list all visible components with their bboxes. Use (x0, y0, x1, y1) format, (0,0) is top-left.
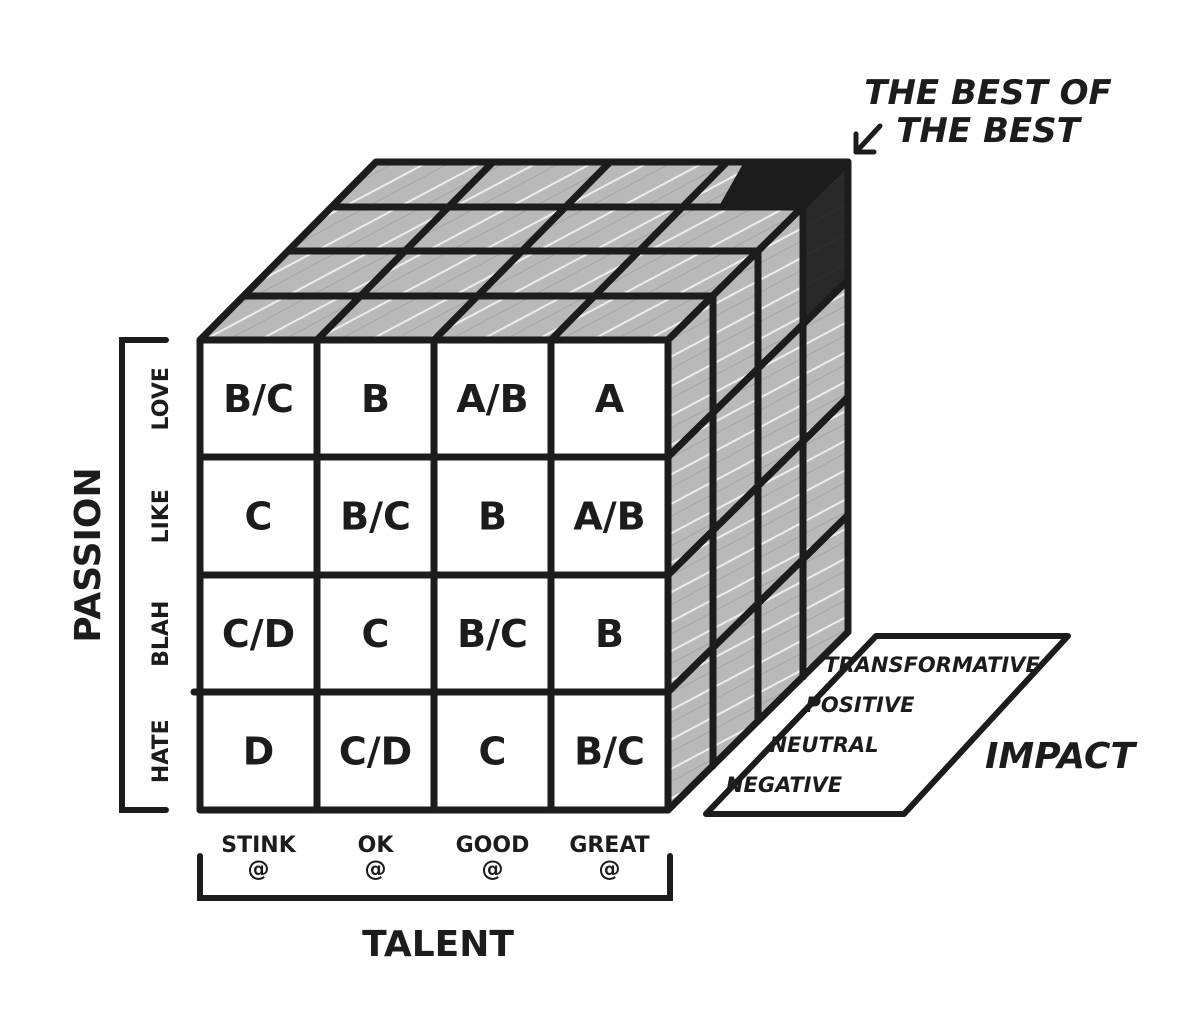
impact-axis-title: IMPACT (985, 736, 1137, 777)
talent-level-label: OK (358, 833, 395, 858)
talent-level-marker: @ (482, 857, 504, 882)
impact-level-label: NEUTRAL (769, 733, 878, 757)
grade-cell: C (245, 494, 273, 538)
talent-level-marker: @ (248, 857, 270, 882)
grade-cell: A/B (573, 494, 645, 538)
talent-bracket (197, 853, 673, 901)
grade-cell: B/C (457, 612, 528, 656)
grade-cell: C/D (339, 729, 412, 773)
grade-cell: B/C (340, 494, 411, 538)
passion-axis-title: PASSION (68, 467, 109, 642)
passion-bracket (119, 337, 169, 813)
grade-cell: B/C (223, 377, 294, 421)
impact-level-label: TRANSFORMATIVE (824, 653, 1040, 677)
talent-level-marker: @ (365, 857, 387, 882)
callout-line-1: THE BEST OF (864, 73, 1112, 113)
top-face-grid (241, 158, 807, 344)
talent-level-label: GOOD (456, 833, 530, 858)
impact-plane (703, 633, 1071, 817)
impact-level-label: POSITIVE (806, 693, 916, 717)
talent-axis-title: TALENT (362, 924, 514, 965)
talent-level-label: STINK (221, 833, 296, 858)
grade-cell: B/C (574, 729, 645, 773)
talent-level-marker: @ (599, 857, 621, 882)
front-face-grid (190, 336, 672, 814)
grade-cell: A (595, 377, 625, 421)
passion-level-label: LOVE (149, 367, 174, 430)
passion-level-label: LIKE (149, 489, 174, 543)
passion-level-label: BLAH (149, 601, 174, 667)
best-of-best-side-cell (806, 162, 848, 326)
grade-cell: B (595, 612, 624, 656)
grade-cell: A/B (456, 377, 528, 421)
passion-level-label: HATE (149, 719, 174, 783)
arrow-icon (853, 123, 883, 155)
grade-cell: C (362, 612, 390, 656)
right-face-grid (664, 203, 852, 770)
grade-cell: B (478, 494, 507, 538)
callout-line-2: THE BEST (896, 111, 1082, 151)
grade-cell: D (243, 729, 275, 773)
grade-cell: C (479, 729, 507, 773)
grade-cell: C/D (222, 612, 295, 656)
grade-cell: B (361, 377, 390, 421)
talent-level-label: GREAT (569, 833, 649, 858)
impact-level-label: NEGATIVE (726, 773, 843, 797)
